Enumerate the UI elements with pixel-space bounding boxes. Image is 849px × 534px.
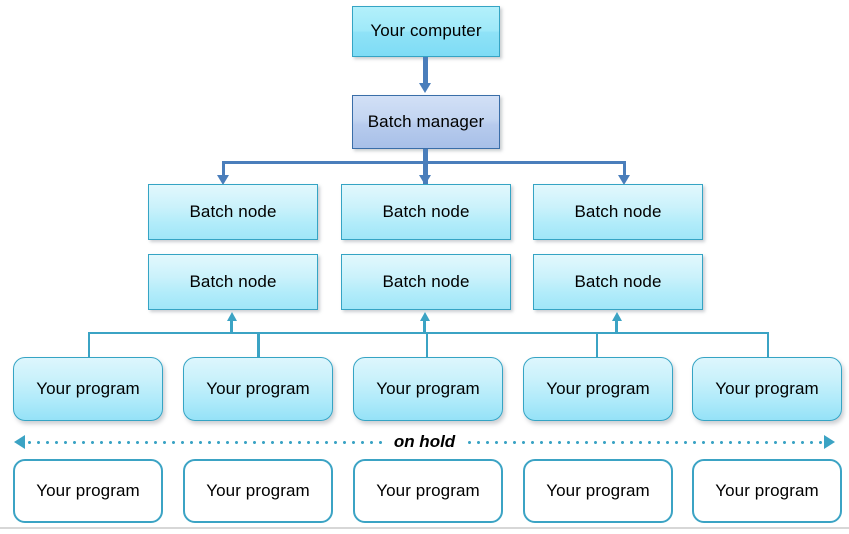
held-program-4[interactable]: Your program: [523, 459, 673, 523]
running-program-5[interactable]: Your program: [692, 357, 842, 421]
running-program-4[interactable]: Your program: [523, 357, 673, 421]
running-program-5-label: Your program: [715, 378, 819, 398]
batch-node-1[interactable]: Batch node: [148, 184, 318, 240]
arrowhead-computer-to-manager-icon: [419, 83, 431, 93]
batch-manager-label: Batch manager: [367, 111, 485, 131]
arrowhead-program-to-node-6-icon: [612, 312, 622, 321]
arrowhead-manager-to-node-2-icon: [419, 175, 431, 185]
batch-node-5-label: Batch node: [382, 271, 470, 291]
running-program-1[interactable]: Your program: [13, 357, 163, 421]
running-program-1-label: Your program: [36, 378, 140, 398]
batch-node-4[interactable]: Batch node: [148, 254, 318, 310]
connector-drop-program-1: [88, 332, 90, 357]
held-program-2-label: Your program: [206, 480, 310, 500]
arrow-right-icon: [824, 435, 835, 449]
arrowhead-program-to-node-5-icon: [420, 312, 430, 321]
batch-node-5[interactable]: Batch node: [341, 254, 511, 310]
connector-manager-drop-left: [222, 161, 225, 179]
batch-node-2-label: Batch node: [382, 201, 470, 221]
bottom-divider: [0, 527, 849, 529]
running-program-2-label: Your program: [206, 378, 310, 398]
connector-computer-to-manager: [423, 57, 428, 85]
held-program-5[interactable]: Your program: [692, 459, 842, 523]
batch-node-3-label: Batch node: [574, 201, 662, 221]
connector-riser-node-5: [423, 320, 426, 334]
connector-riser-node-4: [230, 320, 233, 334]
connector-drop-program-2: [257, 332, 260, 357]
connector-manager-drop-right: [623, 161, 626, 179]
held-program-3[interactable]: Your program: [353, 459, 503, 523]
arrow-left-icon: [14, 435, 25, 449]
batch-node-3[interactable]: Batch node: [533, 184, 703, 240]
your-computer-box[interactable]: Your computer: [352, 6, 500, 57]
dotted-line-left: [25, 440, 384, 444]
batch-node-6[interactable]: Batch node: [533, 254, 703, 310]
connector-drop-program-5: [767, 332, 769, 357]
batch-node-1-label: Batch node: [189, 201, 277, 221]
batch-node-4-label: Batch node: [189, 271, 277, 291]
running-program-3-label: Your program: [376, 378, 480, 398]
connector-program-bus: [88, 332, 769, 334]
connector-manager-stem: [423, 149, 428, 184]
connector-riser-node-6: [615, 320, 618, 334]
connector-manager-bus: [222, 161, 626, 164]
held-program-1[interactable]: Your program: [13, 459, 163, 523]
batch-node-2[interactable]: Batch node: [341, 184, 511, 240]
held-program-3-label: Your program: [376, 480, 480, 500]
your-computer-label: Your computer: [370, 21, 482, 41]
held-program-4-label: Your program: [546, 480, 650, 500]
running-program-3[interactable]: Your program: [353, 357, 503, 421]
running-program-4-label: Your program: [546, 378, 650, 398]
batch-node-6-label: Batch node: [574, 271, 662, 291]
batch-manager-box[interactable]: Batch manager: [352, 95, 500, 149]
arrowhead-manager-to-node-3-icon: [618, 175, 630, 185]
on-hold-label: on hold: [393, 432, 456, 451]
connector-drop-program-3: [426, 332, 428, 357]
dotted-line-right: [465, 440, 824, 444]
held-program-1-label: Your program: [36, 480, 140, 500]
arrowhead-program-to-node-4-icon: [227, 312, 237, 321]
on-hold-divider: on hold: [0, 430, 849, 454]
connector-drop-program-4: [596, 332, 598, 357]
held-program-5-label: Your program: [715, 480, 819, 500]
arrowhead-manager-to-node-1-icon: [217, 175, 229, 185]
running-program-2[interactable]: Your program: [183, 357, 333, 421]
held-program-2[interactable]: Your program: [183, 459, 333, 523]
